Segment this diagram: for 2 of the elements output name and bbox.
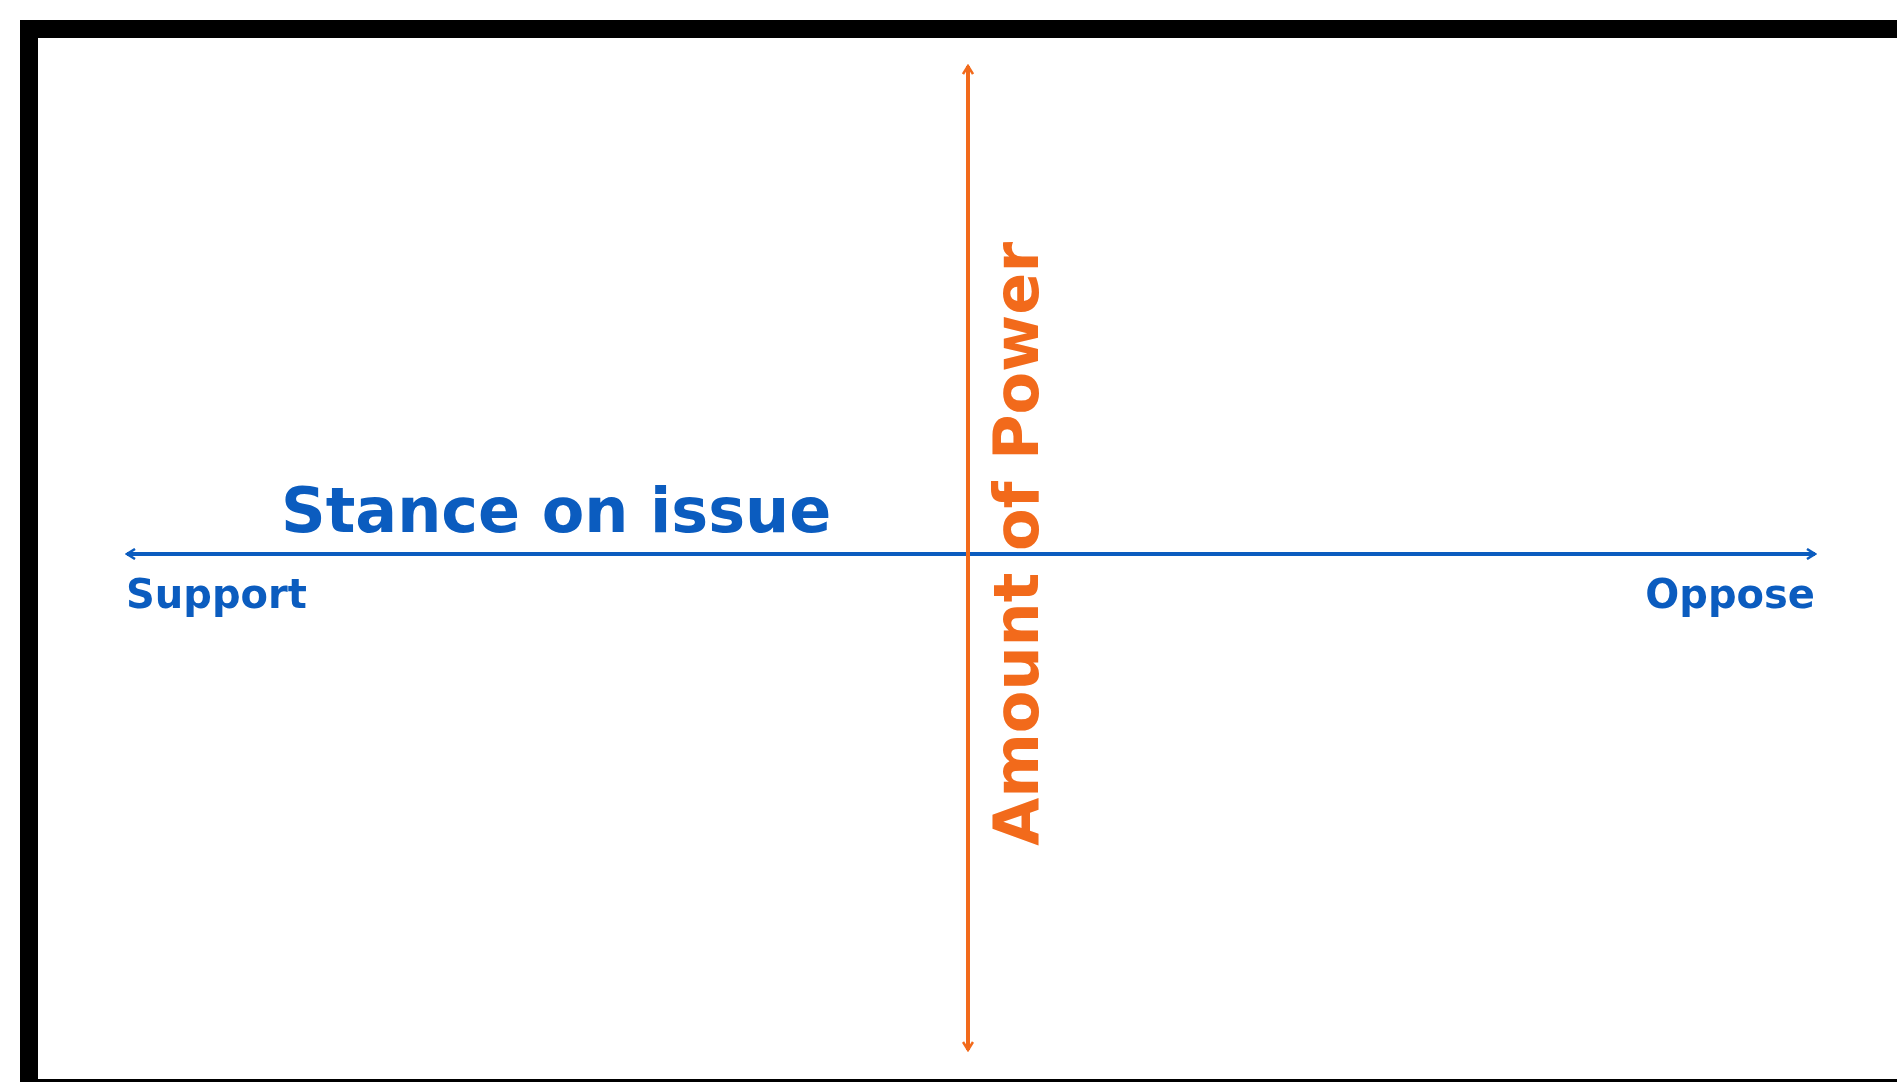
axis-title: Stance on issue: [281, 480, 832, 542]
axis-title: Amount of Power: [986, 242, 1048, 846]
